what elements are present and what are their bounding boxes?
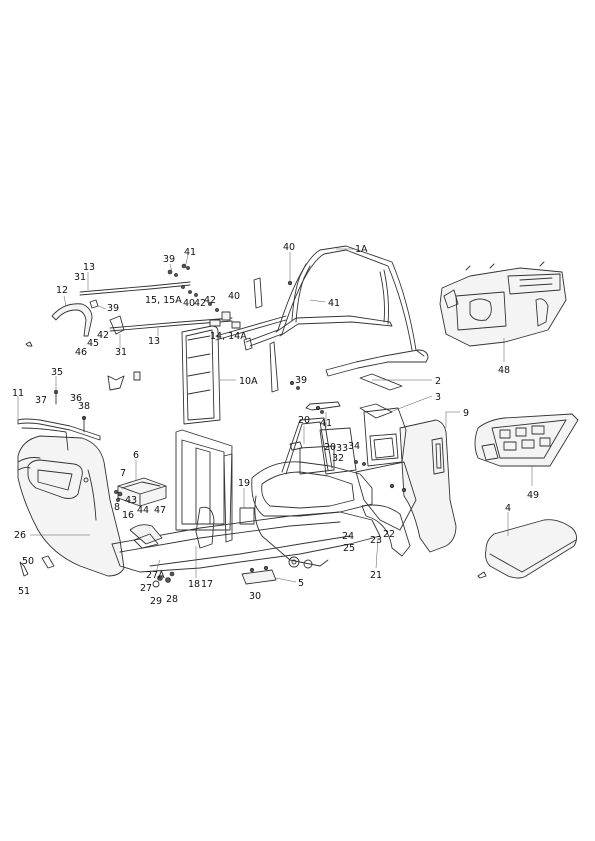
callout-6: 6 (133, 450, 139, 461)
part-right-side-panel (399, 419, 457, 553)
callout-18: 18 (188, 579, 200, 590)
part-fender-arc (51, 303, 93, 337)
callout-24: 24 (342, 531, 354, 542)
callout-25: 25 (343, 543, 355, 554)
callout-20-upper: 20 (298, 415, 310, 426)
callout-20-lower: 20 (324, 442, 336, 453)
callout-36: 36 (70, 393, 82, 404)
part-side-rails (79, 281, 233, 332)
callout-7: 7 (120, 468, 126, 479)
callout-47: 47 (154, 505, 166, 516)
callout-50: 50 (22, 556, 34, 567)
callout-39-mid: 39 (107, 303, 119, 314)
callout-40-right: 40 (228, 291, 240, 302)
part-48-assembly (439, 261, 567, 347)
callout-31-mid: 31 (115, 347, 127, 358)
callout-15-15a: 15, 15A (145, 295, 182, 306)
callout-44: 44 (137, 505, 149, 516)
callout-32: 32 (332, 453, 344, 464)
callout-16: 16 (122, 510, 134, 521)
part-plates-2-3 (359, 373, 403, 419)
callout-1a: 1A (355, 244, 368, 255)
callout-30: 30 (249, 591, 261, 602)
part-49-tray (474, 413, 579, 467)
callout-46: 46 (75, 347, 87, 358)
callout-33: 33 (336, 443, 348, 454)
callout-42-a: 42 (194, 298, 206, 309)
callout-35: 35 (51, 367, 63, 378)
callout-43: 43 (125, 495, 137, 506)
callout-13-mid: 13 (148, 336, 160, 347)
part-chassis (111, 401, 417, 573)
part-4-seat-cushion (485, 519, 577, 579)
callout-14-14a: 14, 14A (210, 331, 247, 342)
callout-26: 26 (14, 530, 26, 541)
part-battery-box (117, 477, 167, 507)
part-roll-cage (215, 245, 429, 393)
callout-40-mid: 40 (183, 298, 195, 309)
callout-3: 3 (435, 392, 441, 403)
callout-41-center: 41 (320, 418, 332, 429)
callout-42-b: 42 (204, 295, 216, 306)
callout-5: 5 (298, 578, 304, 589)
callout-8: 8 (114, 502, 120, 513)
callout-39-center: 39 (295, 375, 307, 386)
callout-41-top: 41 (184, 247, 196, 258)
callout-12: 12 (56, 285, 68, 296)
callout-13-top: 13 (83, 262, 95, 273)
callout-4: 4 (505, 503, 511, 514)
callout-9: 9 (463, 408, 469, 419)
callout-11: 11 (12, 388, 24, 399)
callout-41-right: 41 (328, 298, 340, 309)
callout-27a: 27A (146, 570, 165, 581)
part-hardware-bottom (19, 341, 487, 588)
callout-38: 38 (78, 401, 90, 412)
callout-21: 21 (370, 570, 382, 581)
callout-37: 37 (35, 395, 47, 406)
callout-29: 29 (150, 596, 162, 607)
callout-27: 27 (140, 583, 152, 594)
callout-23: 23 (370, 535, 382, 546)
callout-48: 48 (498, 365, 510, 376)
callout-28: 28 (166, 594, 178, 605)
callout-40-top: 40 (283, 242, 295, 253)
leader-lines (17, 248, 533, 583)
callout-49: 49 (527, 490, 539, 501)
callout-19: 19 (238, 478, 250, 489)
callout-39-top: 39 (163, 254, 175, 265)
callout-42-left: 42 (97, 330, 109, 341)
callout-31-top: 31 (74, 272, 86, 283)
callout-45: 45 (87, 338, 99, 349)
part-11-bumper-strip (17, 418, 101, 451)
part-hardware-top (89, 263, 324, 414)
callout-10a: 10A (239, 376, 258, 387)
callout-17: 17 (201, 579, 213, 590)
callout-labels: 41 40 1A 39 13 31 12 39 15, 15A 40 42 42… (12, 242, 539, 607)
part-front-body (17, 435, 125, 577)
callout-51: 51 (18, 586, 30, 597)
callout-34: 34 (348, 441, 360, 452)
callout-2: 2 (435, 376, 441, 387)
callout-22: 22 (383, 529, 395, 540)
